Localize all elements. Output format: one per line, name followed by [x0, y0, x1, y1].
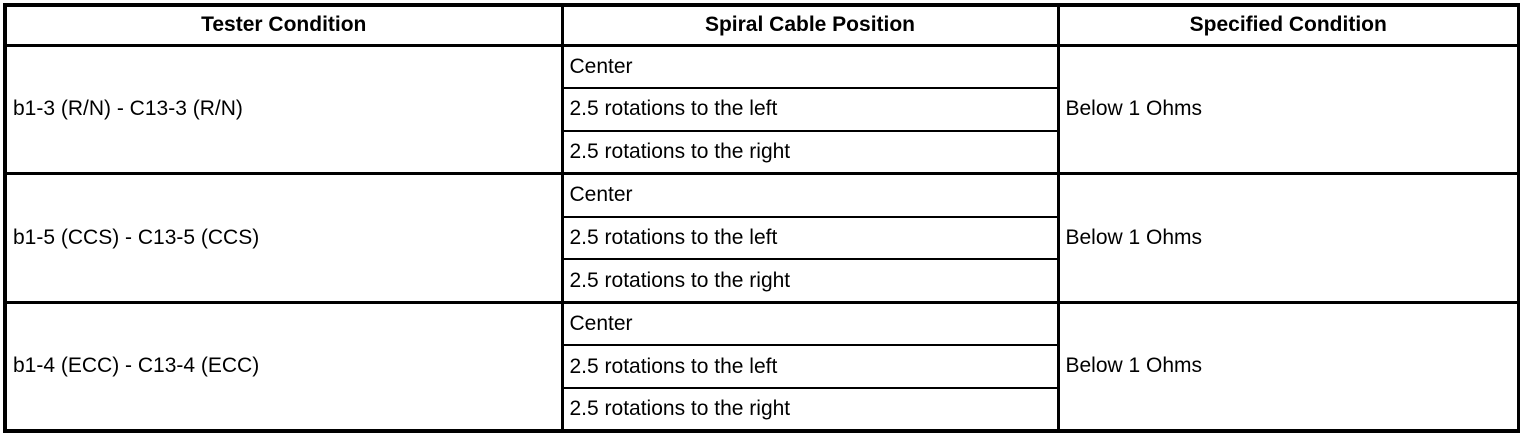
- table-row: b1-3 (R/N) - C13-3 (R/N) Center Below 1 …: [3, 43, 1520, 174]
- position-cell: 2.5 rotations to the left: [560, 215, 1060, 261]
- specified-condition-cell: Below 1 Ohms: [1056, 300, 1520, 431]
- position-cell: Center: [560, 172, 1060, 218]
- position-cell: 2.5 rotations to the right: [560, 258, 1060, 304]
- column-header-specified-condition: Specified Condition: [1056, 3, 1520, 47]
- tester-condition-cell: b1-5 (CCS) - C13-5 (CCS): [3, 172, 564, 303]
- position-cell: 2.5 rotations to the left: [560, 86, 1060, 132]
- table-row: 2.5 rotations to the left: [5, 215, 1519, 261]
- position-cell: Center: [560, 300, 1060, 347]
- position-cell: 2.5 rotations to the right: [560, 387, 1060, 432]
- column-header-tester-condition: Tester Condition: [3, 3, 564, 47]
- table-row: 2.5 rotations to the right: [5, 387, 1519, 432]
- header-row: Tester Condition Spiral Cable Position S…: [3, 3, 1520, 47]
- table-row: b1-4 (ECC) - C13-4 (ECC) Center Below 1 …: [3, 300, 1520, 431]
- tester-condition-cell: b1-3 (R/N) - C13-3 (R/N): [3, 43, 564, 174]
- table-row: 2.5 rotations to the right: [5, 129, 1519, 175]
- table-row: 2.5 rotations to the left: [5, 86, 1519, 132]
- position-cell: Center: [560, 43, 1060, 89]
- table-row: 2.5 rotations to the left: [5, 344, 1519, 389]
- spiral-cable-spec-table: Tester Condition Spiral Cable Position S…: [3, 3, 1520, 433]
- position-cell: 2.5 rotations to the left: [560, 344, 1060, 389]
- table-row: 2.5 rotations to the right: [5, 258, 1519, 304]
- specified-condition-cell: Below 1 Ohms: [1056, 43, 1520, 174]
- tester-condition-cell: b1-4 (ECC) - C13-4 (ECC): [3, 300, 564, 431]
- specified-condition-cell: Below 1 Ohms: [1056, 172, 1520, 303]
- column-header-spiral-cable-position: Spiral Cable Position: [560, 3, 1060, 47]
- position-cell: 2.5 rotations to the right: [560, 129, 1060, 175]
- table-row: b1-5 (CCS) - C13-5 (CCS) Center Below 1 …: [3, 172, 1520, 303]
